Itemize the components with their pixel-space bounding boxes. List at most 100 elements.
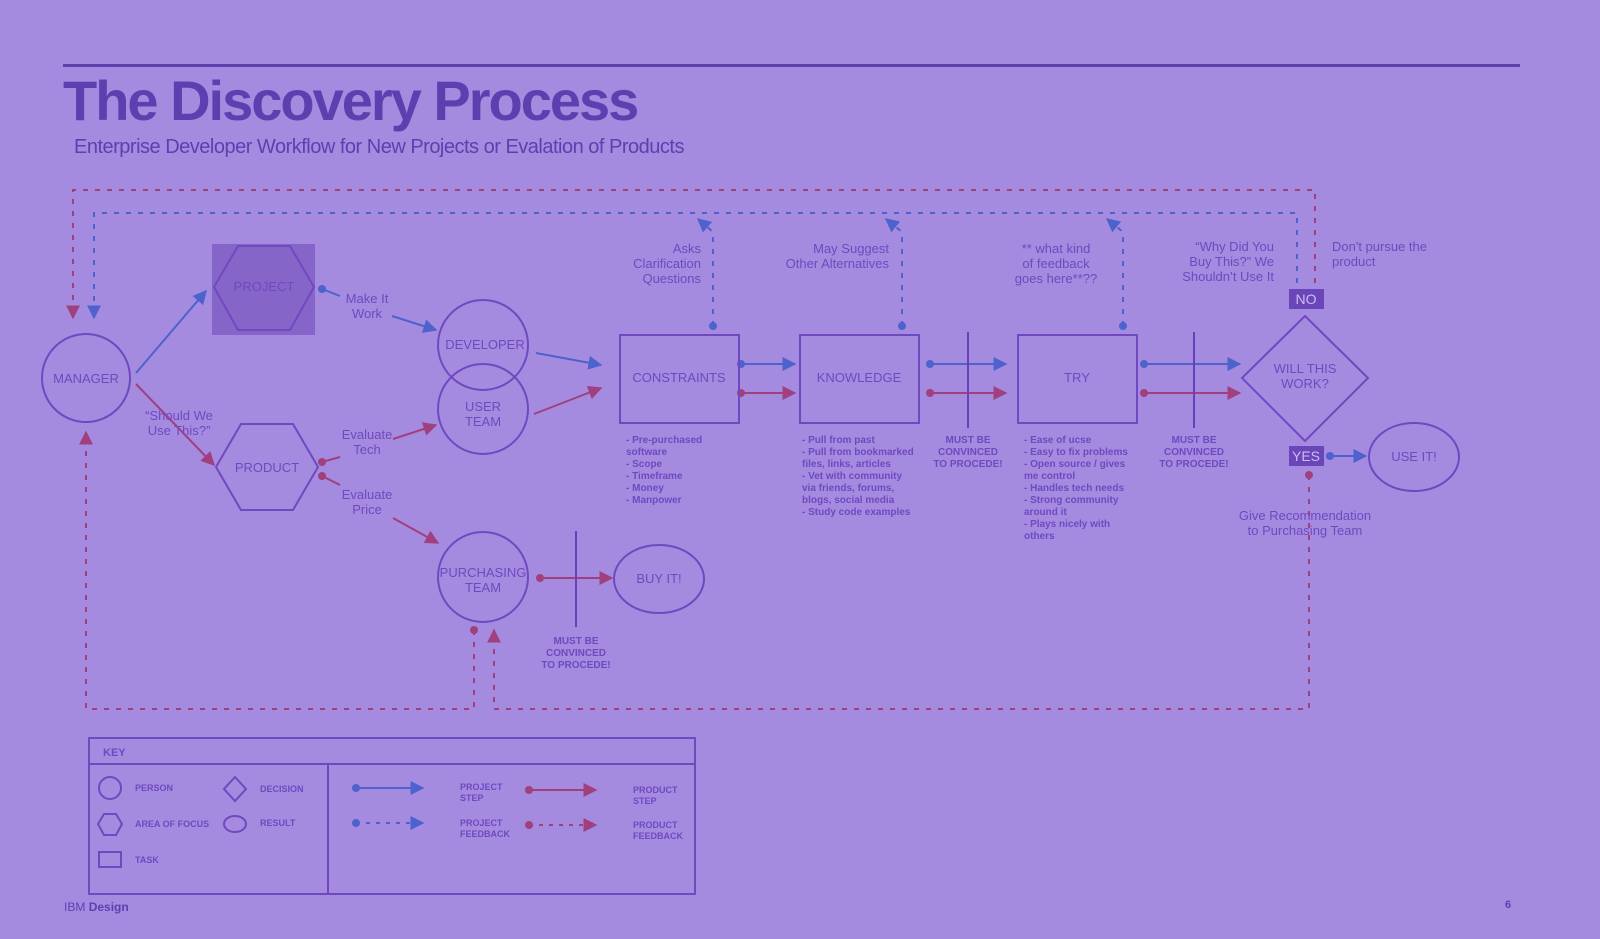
knowledge-notes: - Pull from past - Pull from bookmarked …: [802, 435, 914, 518]
legend-project-feedback-label-1: PROJECT: [460, 818, 503, 828]
legend-project-step-label-2: STEP: [460, 793, 484, 803]
convinced-2-line-3: TO PROCEDE!: [1159, 459, 1228, 470]
user-team-label-1: USER: [465, 399, 501, 414]
will-this-work-label-2: WORK?: [1281, 376, 1329, 391]
developer-to-constraints-arrow: [535, 352, 603, 370]
will-this-work-node: [1240, 314, 1370, 443]
legend-key: KEY PERSON DECISION AREA OF FOCUS RESULT…: [88, 737, 696, 895]
note-item: - Scope: [626, 459, 663, 470]
convinced-3-line-1: MUST BE: [554, 636, 599, 647]
legend-person-icon: [98, 776, 122, 800]
manager-to-product-arrow: [135, 383, 215, 467]
make-it-work-to-developer-arrow: [391, 315, 438, 333]
flow-arrows: [135, 285, 1368, 585]
will-this-work-label-1: WILL THIS: [1274, 361, 1337, 376]
feedback-question-label-2: of feedback: [1022, 256, 1090, 271]
legend-decision-icon: [222, 775, 248, 803]
recommendation-label-1: Give Recommendation: [1239, 508, 1371, 523]
buy-it-label: BUY IT!: [636, 571, 681, 586]
purchasing-team-label-2: TEAM: [465, 580, 501, 595]
knowledge-feedback: [884, 218, 906, 330]
convinced-1-line-3: TO PROCEDE!: [933, 459, 1002, 470]
must-be-convinced-1: MUST BE CONVINCED TO PROCEDE!: [933, 435, 1002, 470]
note-item: files, links, articles: [802, 459, 891, 470]
evaluate-price-label-2: Price: [352, 502, 382, 517]
note-item: others: [1024, 531, 1055, 542]
title-rule: [63, 64, 1520, 67]
make-it-work-label-1: Make It: [346, 291, 389, 306]
asks-label-3: Questions: [642, 271, 701, 286]
product-node: [214, 423, 320, 511]
evaluate-tech-label-2: Tech: [353, 442, 380, 457]
legend-result-icon: [223, 815, 247, 833]
note-item: - Easy to fix problems: [1024, 447, 1128, 458]
note-item: - Timeframe: [626, 471, 683, 482]
note-item: blogs, social media: [802, 495, 895, 506]
use-it-node: [1368, 422, 1460, 492]
must-be-convinced-2: MUST BE CONVINCED TO PROCEDE!: [1159, 435, 1228, 470]
buy-it-node: [613, 544, 705, 614]
flow-nodes: [41, 244, 1460, 623]
note-item: - Pull from bookmarked: [802, 447, 914, 458]
note-item: - Plays nicely with: [1024, 519, 1110, 530]
legend-decision-label: DECISION: [260, 784, 304, 794]
legend-project-step-label-1: PROJECT: [460, 782, 503, 792]
page-number: 6: [1505, 899, 1512, 911]
note-item: software: [626, 447, 668, 458]
recommendation-label-2: to Purchasing Team: [1248, 523, 1363, 538]
try-feedback: [1105, 218, 1127, 330]
user-team-label-2: TEAM: [465, 414, 501, 429]
dont-pursue-label-1: Don't pursue the: [1332, 239, 1427, 254]
convinced-3-line-3: TO PROCEDE!: [541, 660, 610, 671]
note-item: - Open source / gives: [1024, 459, 1126, 470]
product-to-evaluate-price-arrow: [318, 472, 341, 486]
legend-product-feedback-label-2: FEEDBACK: [633, 831, 684, 841]
footer-brand: IBM Design: [64, 900, 129, 914]
legend-area-label: AREA OF FOCUS: [135, 819, 209, 829]
legend-area-icon: [96, 813, 124, 836]
yes-badge-label: YES: [1292, 448, 1320, 464]
asks-label-1: Asks: [673, 241, 702, 256]
why-buy-label-1: “Why Did You: [1195, 239, 1274, 254]
should-we-label-2: Use This?”: [148, 423, 211, 438]
try-notes: - Ease of ucse - Easy to fix problems - …: [1024, 435, 1128, 542]
knowledge-label: KNOWLEDGE: [817, 370, 902, 385]
evaluate-price-label-1: Evaluate: [342, 487, 393, 502]
no-badge-label: NO: [1296, 291, 1317, 307]
project-label: PROJECT: [234, 279, 295, 294]
developer-label: DEVELOPER: [445, 337, 524, 352]
constraints-node: [619, 334, 740, 424]
constraints-notes: - Pre-purchased software - Scope - Timef…: [626, 435, 702, 506]
no-badge: [1289, 289, 1324, 309]
manager-node: [41, 333, 131, 423]
legend-product-step-label-1: PRODUCT: [633, 785, 678, 795]
must-be-convinced-3: MUST BE CONVINCED TO PROCEDE!: [541, 636, 610, 671]
feedback-question-label-1: ** what kind: [1022, 241, 1091, 256]
note-item: - Handles tech needs: [1024, 483, 1124, 494]
convinced-1-line-2: CONVINCED: [938, 447, 998, 458]
project-node: [212, 245, 316, 331]
note-item: me control: [1024, 471, 1075, 482]
note-item: via friends, forums,: [802, 483, 894, 494]
convince-gates: [575, 332, 1195, 627]
purchasing-to-manager-loop: [79, 430, 478, 710]
why-buy-label-2: Buy This?” We: [1189, 254, 1274, 269]
yes-badge: [1289, 446, 1324, 466]
note-item: - Study code examples: [802, 507, 911, 518]
user-team-to-constraints-arrow: [533, 386, 603, 415]
evaluate-price-to-purchasing-arrow: [392, 517, 440, 544]
note-item: - Manpower: [626, 495, 682, 506]
project-to-make-it-work-arrow: [318, 285, 341, 297]
evaluate-tech-label-1: Evaluate: [342, 427, 393, 442]
convinced-3-line-2: CONVINCED: [546, 648, 606, 659]
legend-box: [88, 737, 696, 895]
purchasing-team-label-1: PURCHASING: [440, 565, 527, 580]
note-item: - Pre-purchased: [626, 435, 702, 446]
why-buy-label-3: Shouldn’t Use It: [1182, 269, 1274, 284]
convinced-1-line-1: MUST BE: [946, 435, 991, 446]
note-item: - Strong community: [1024, 495, 1119, 506]
evaluate-tech-to-user-team-arrow: [392, 422, 438, 440]
note-item: - Money: [626, 483, 664, 494]
